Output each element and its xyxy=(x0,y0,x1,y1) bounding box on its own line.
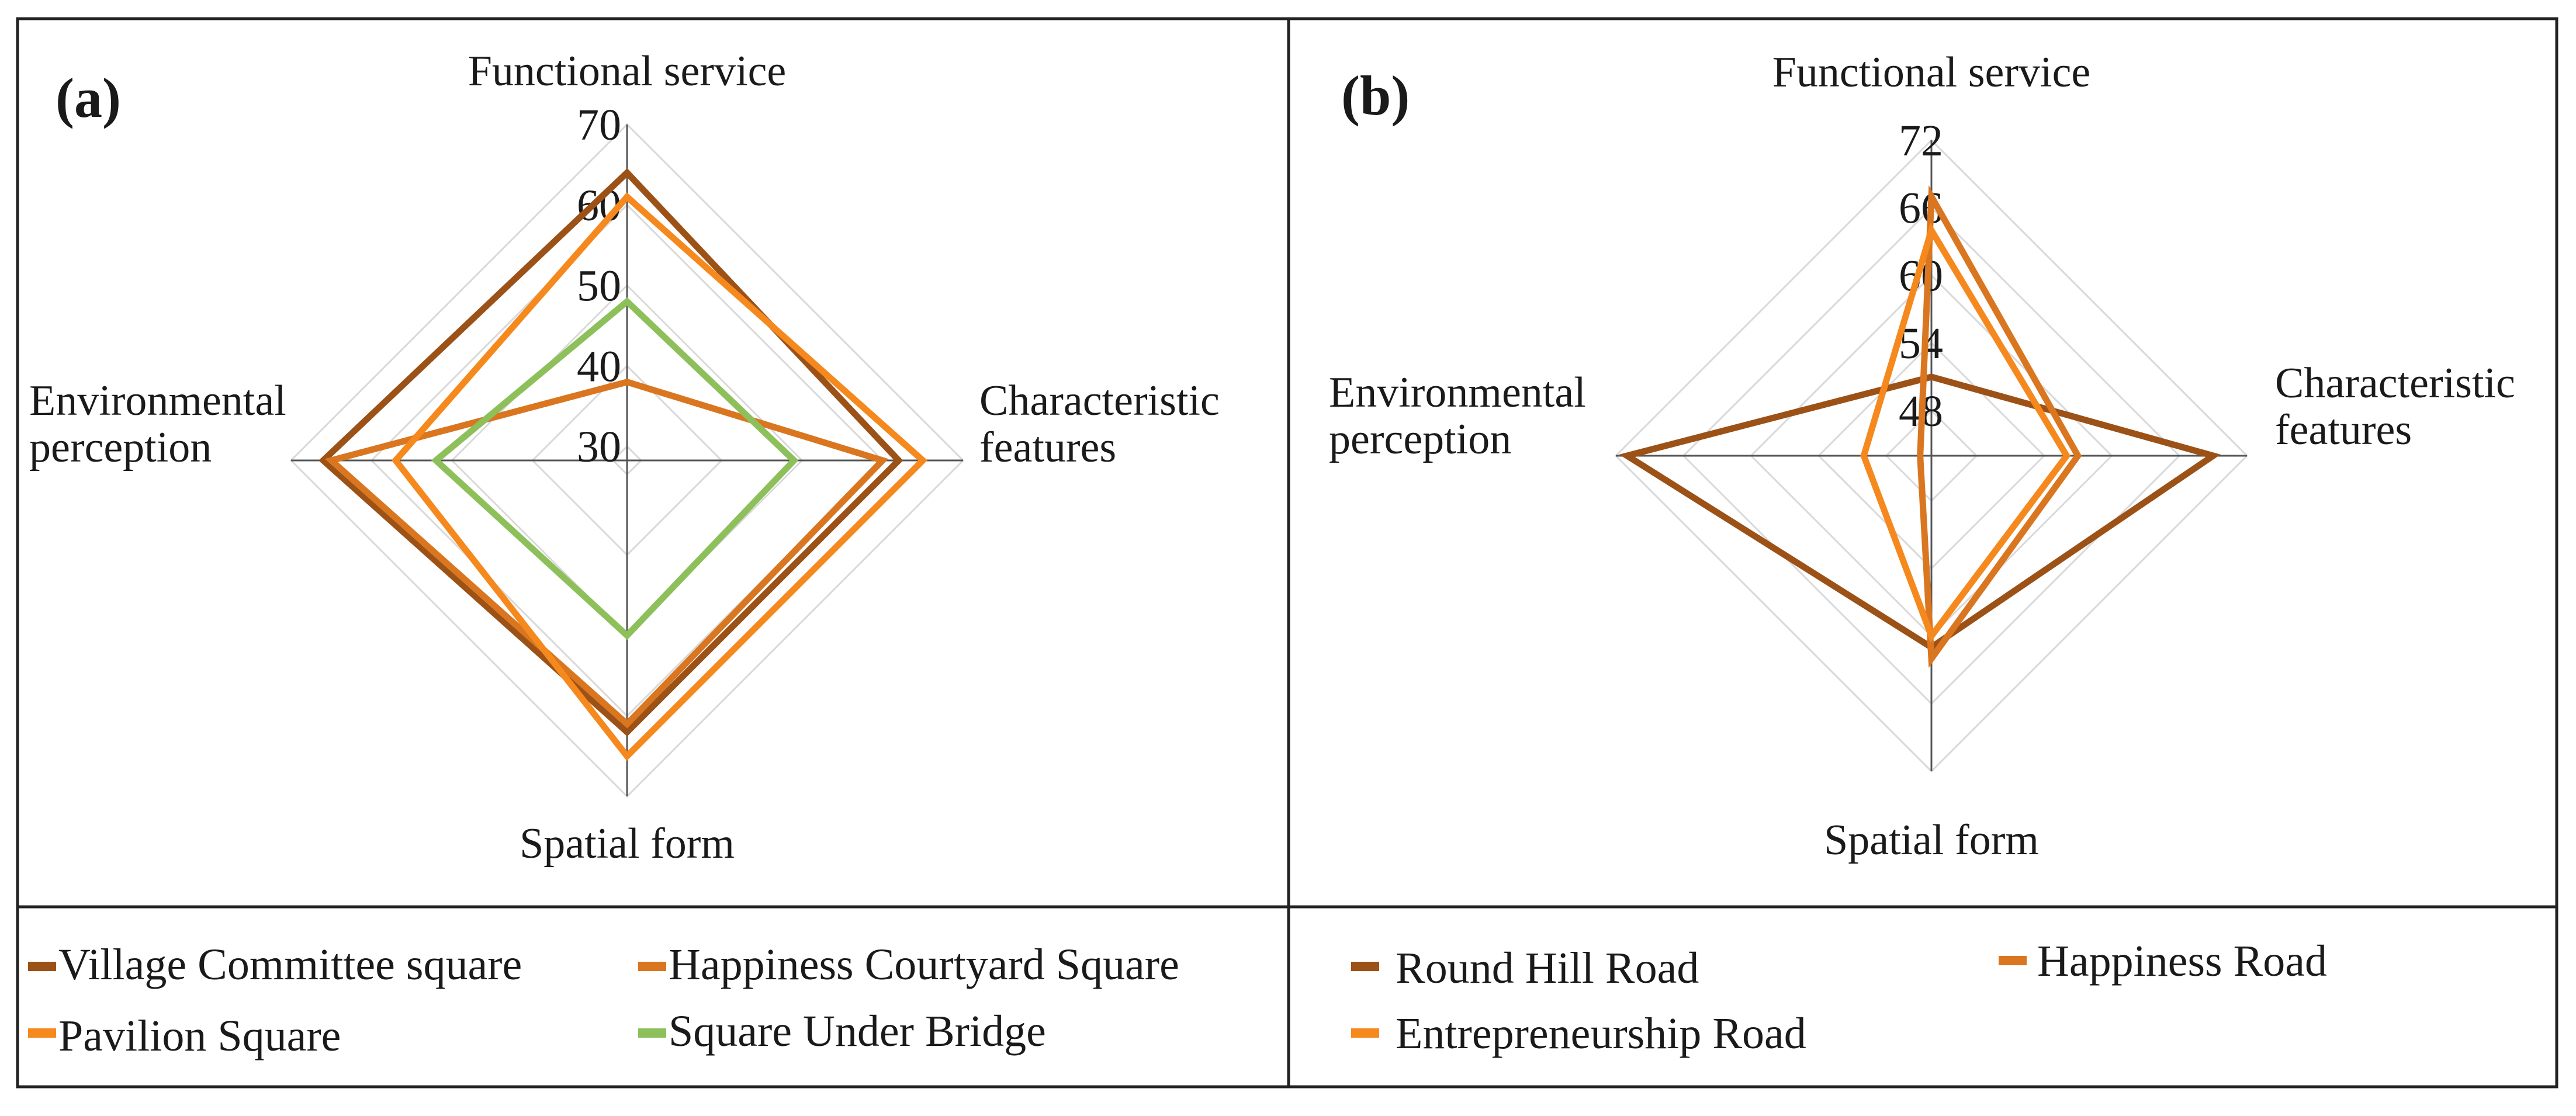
legend-item: Happiness Road xyxy=(1999,937,2327,986)
axis-label-line: Spatial form xyxy=(1824,816,2039,864)
legend-item: Entrepreneurship Road xyxy=(1351,1009,1806,1058)
legend-item: Happiness Courtyard Square xyxy=(638,940,1179,989)
legend-item: Round Hill Road xyxy=(1351,944,1699,993)
axis-label-line: Characteristic xyxy=(2275,359,2515,407)
legend-swatch xyxy=(638,962,666,971)
axis-label-line: Environmental xyxy=(1329,369,1586,417)
legend-label: Village Committee square xyxy=(58,940,522,989)
axis-label-line: Functional service xyxy=(468,47,787,95)
radial-tick-label: 50 xyxy=(577,262,621,311)
axis-label: Functional service xyxy=(468,47,787,95)
radial-tick-label: 30 xyxy=(577,422,621,472)
axis-label-line: Functional service xyxy=(1772,48,2091,96)
series-line xyxy=(318,168,903,737)
series-line xyxy=(1917,185,2082,668)
axis-label-line: Characteristic xyxy=(979,377,1220,425)
panel-label-a: (a) xyxy=(56,67,121,129)
axis-label: Spatial form xyxy=(520,820,735,868)
legend-swatch xyxy=(1351,962,1379,971)
axis-label: Spatial form xyxy=(1824,816,2039,864)
axis-label-line: perception xyxy=(1329,415,1511,463)
legend-label: Happiness Courtyard Square xyxy=(669,940,1179,989)
axis-label-line: features xyxy=(979,424,1116,472)
legend-item: Village Committee square xyxy=(28,940,522,989)
axis-label-line: Spatial form xyxy=(520,820,735,868)
series-line xyxy=(431,297,799,640)
axis-label-line: perception xyxy=(29,424,212,472)
legend-item: Pavilion Square xyxy=(28,1011,341,1060)
legend-label: Square Under Bridge xyxy=(669,1007,1046,1056)
series-line xyxy=(391,192,928,761)
legend-swatch xyxy=(28,1028,56,1038)
axis-label-line: Environmental xyxy=(29,377,286,425)
legend-swatch xyxy=(1999,956,2027,965)
radial-tick-label: 70 xyxy=(577,100,621,150)
radial-tick-label: 54 xyxy=(1899,319,1943,368)
axis-label: Functional service xyxy=(1772,48,2091,96)
legend-a: Village Committee square Happiness Court… xyxy=(28,940,1179,1060)
radial-tick-label: 72 xyxy=(1899,116,1943,165)
legend-b: Round Hill Road Happiness Road Entrepren… xyxy=(1351,937,2327,1058)
legend-swatch xyxy=(28,962,56,971)
series-line xyxy=(324,379,889,729)
panel-label-b: (b) xyxy=(1341,64,1410,127)
legend-item: Square Under Bridge xyxy=(638,1007,1046,1056)
legend-swatch xyxy=(1351,1028,1379,1038)
legend-label: Pavilion Square xyxy=(58,1011,341,1060)
series-line xyxy=(1860,222,2071,643)
axis-label-line: features xyxy=(2275,406,2412,454)
legend-swatch xyxy=(638,1028,666,1038)
legend-label: Happiness Road xyxy=(2037,937,2327,986)
legend-label: Entrepreneurship Road xyxy=(1396,1009,1806,1058)
legend-label: Round Hill Road xyxy=(1396,944,1699,993)
